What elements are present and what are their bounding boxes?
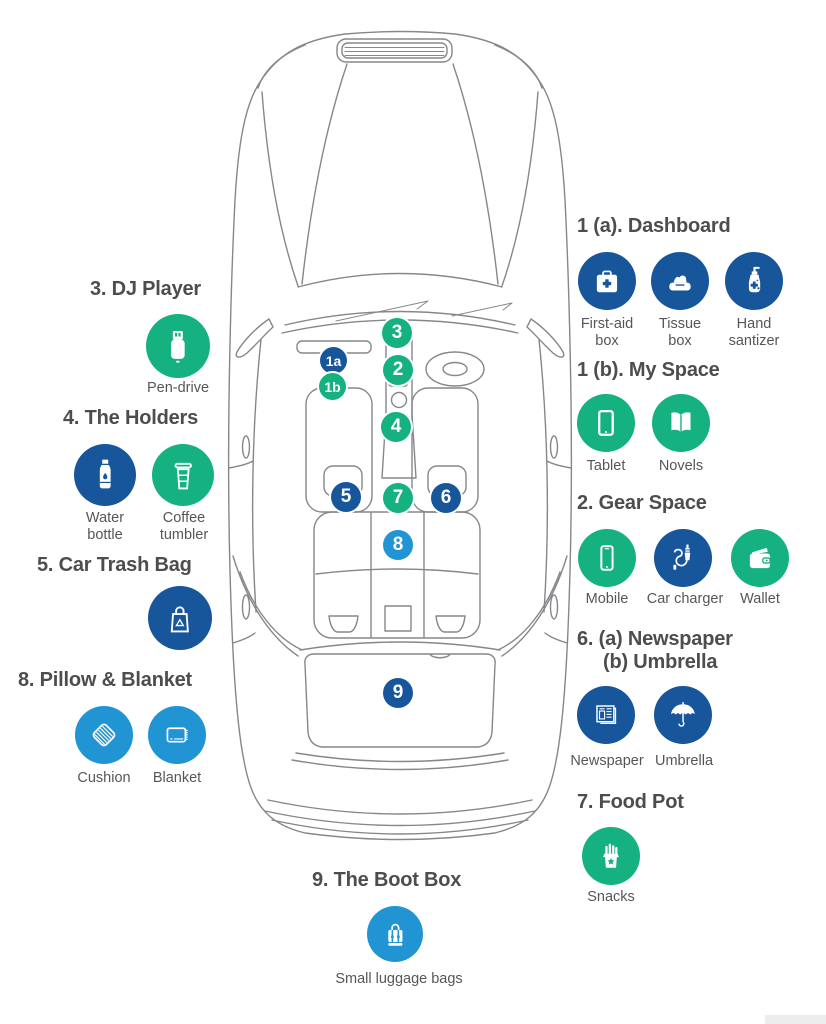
item-label-first-aid: First-aid box [580, 316, 634, 350]
item-label-tablet: Tablet [586, 458, 626, 474]
item-label-wallet: Wallet [740, 591, 780, 607]
item-label-hand-sanitizer: Hand santizer [728, 316, 780, 350]
tissue-box-icon [651, 252, 709, 310]
item-label-water-bottle: Water bottle [85, 510, 125, 544]
section-title-dashboard: 1 (a). Dashboard [577, 215, 731, 237]
car-marker-4: 4 [381, 412, 411, 442]
section-title-food-pot: 7. Food Pot [577, 791, 684, 813]
section-title-boot-box: 9. The Boot Box [312, 869, 462, 891]
snacks-icon [582, 827, 640, 885]
item-label-luggage: Small luggage bags [335, 971, 463, 987]
car-marker-2: 2 [383, 355, 413, 385]
newspaper-icon [577, 686, 635, 744]
item-label-pen-drive: Pen-drive [146, 380, 210, 396]
item-label-car-charger: Car charger [646, 591, 724, 607]
water-bottle-icon [74, 444, 136, 506]
footer-bar [765, 1015, 826, 1024]
car-marker-8: 8 [383, 530, 413, 560]
car-marker-7: 7 [383, 483, 413, 513]
wallet-icon [731, 529, 789, 587]
novels-icon [652, 394, 710, 452]
first-aid-box-icon [578, 252, 636, 310]
section-title-holders: 4. The Holders [63, 407, 199, 429]
section-title-newspaper-umbrella: 6. (a) Newspaper (b) Umbrella [577, 628, 733, 674]
car-marker-1b: 1b [319, 373, 346, 400]
car-marker-1a: 1a [320, 347, 347, 374]
tablet-icon [577, 394, 635, 452]
trash-bag-icon [148, 586, 212, 650]
section-title-my-space: 1 (b). My Space [577, 359, 720, 381]
section-title-pillow-blanket: 8. Pillow & Blanket [18, 669, 193, 691]
item-label-blanket: Blanket [152, 770, 202, 786]
item-label-mobile: Mobile [585, 591, 629, 607]
cushion-icon [75, 706, 133, 764]
item-label-coffee-tumbler: Coffee tumbler [159, 510, 209, 544]
item-label-cushion: Cushion [77, 770, 131, 786]
item-label-newspaper: Newspaper [570, 753, 644, 769]
section-title-dj-player: 3. DJ Player [90, 278, 202, 300]
car-marker-9: 9 [383, 678, 413, 708]
title-line-newspaper: 6. (a) Newspaper [577, 628, 733, 650]
section-title-gear-space: 2. Gear Space [577, 492, 707, 514]
section-title-trash-bag: 5. Car Trash Bag [37, 554, 192, 576]
mobile-icon [578, 529, 636, 587]
coffee-tumbler-icon [152, 444, 214, 506]
pen-drive-icon [146, 314, 210, 378]
luggage-bag-icon [367, 906, 423, 962]
item-label-umbrella: Umbrella [654, 753, 714, 769]
hand-sanitizer-icon [725, 252, 783, 310]
item-label-snacks: Snacks [587, 889, 635, 905]
car-marker-6: 6 [431, 483, 461, 513]
item-label-novels: Novels [658, 458, 704, 474]
car-marker-5: 5 [331, 482, 361, 512]
umbrella-icon [654, 686, 712, 744]
title-line-umbrella: (b) Umbrella [603, 651, 718, 673]
item-label-tissue-box: Tissue box [658, 316, 702, 350]
car-marker-3: 3 [382, 318, 412, 348]
blanket-icon [148, 706, 206, 764]
car-charger-icon [654, 529, 712, 587]
